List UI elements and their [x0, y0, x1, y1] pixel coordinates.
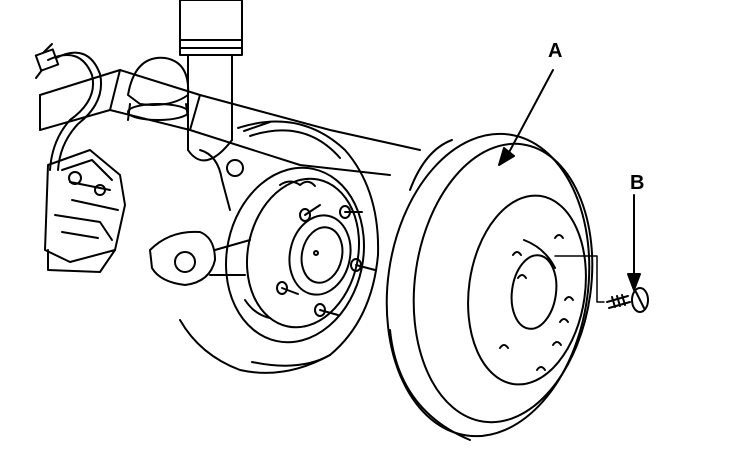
suspension-arm [39, 69, 421, 176]
strut [179, 0, 243, 162]
caliper-bracket [44, 149, 126, 273]
callout-arrow-b [627, 194, 641, 291]
hub-assembly [225, 166, 376, 344]
screw [606, 287, 649, 313]
knuckle [149, 149, 251, 286]
bushing [127, 56, 190, 121]
backing-plate [179, 120, 380, 374]
callout-label-a: A [548, 40, 563, 62]
callout-arrow-a [498, 69, 554, 166]
wheel-stud [304, 204, 321, 216]
brake-hose [34, 43, 102, 171]
brake-disc [385, 132, 605, 441]
callout-label-b: B [630, 172, 645, 194]
